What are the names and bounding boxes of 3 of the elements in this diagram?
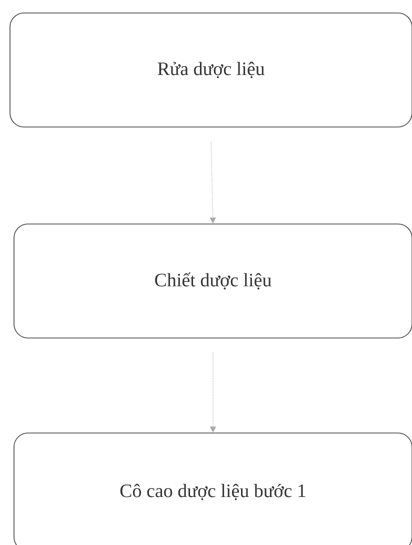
process-box: Rửa dược liệu	[10, 12, 412, 128]
process-box: Cô cao dược liệu bước 1	[14, 432, 412, 545]
process-box: Chiết dược liệu	[14, 224, 412, 338]
